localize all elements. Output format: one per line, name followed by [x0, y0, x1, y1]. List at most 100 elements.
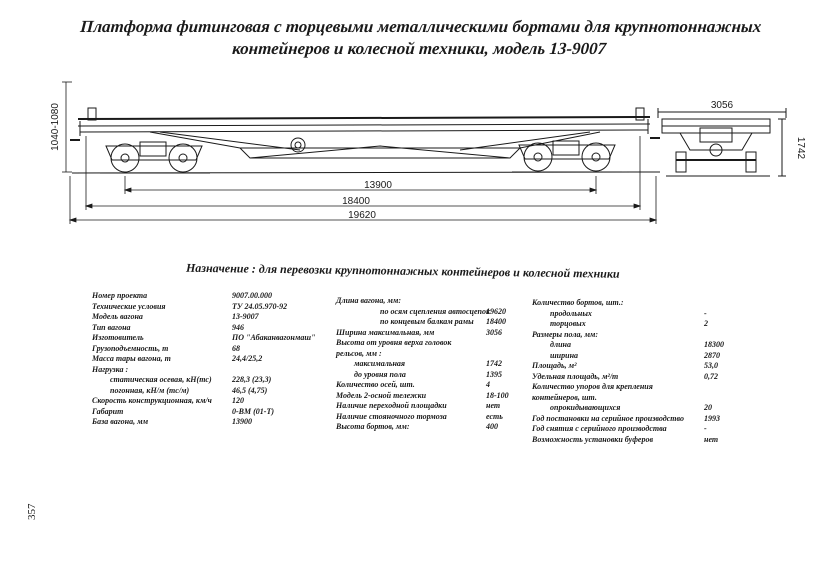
spec-row: Размеры пола, мм:: [532, 330, 812, 341]
spec-value: 1993: [704, 413, 720, 423]
spec-label: Модель 2-осной тележки: [336, 390, 427, 400]
spec-value: нет: [486, 401, 501, 410]
spec-label: База вагона, мм: [92, 417, 149, 426]
spec-label: Скорость конструкционная, км/ч: [92, 396, 212, 405]
spec-value: 18300: [704, 340, 724, 349]
purpose-heading: Назначение : для перевозки крупнотоннажн…: [185, 260, 620, 281]
spec-label: Количество упоров для крепления: [532, 382, 653, 391]
spec-row: Возможность установки буферов нет: [532, 435, 812, 446]
spec-row: Наличие переходной площадки нет: [336, 401, 526, 412]
spec-label: Номер проекта: [92, 291, 148, 300]
spec-value: ПО "Абаканвагонмаш": [232, 333, 316, 342]
spec-value: 18400: [486, 317, 506, 326]
spec-value: 0-ВМ (01-Т): [232, 406, 274, 416]
spec-row: Длина вагона, мм:: [336, 296, 526, 307]
spec-row: рельсов, мм :: [336, 349, 526, 360]
spec-row: Нагрузка :: [92, 365, 322, 376]
spec-label: Модель вагона: [92, 312, 143, 321]
spec-label: Изготовитель: [92, 333, 144, 342]
spec-label: Количество осей, шт.: [336, 380, 415, 389]
spec-label: торцовых: [550, 319, 586, 328]
spec-value: 9007.00.000: [232, 291, 272, 300]
spec-row: максимальная 1742: [336, 359, 526, 370]
spec-row: статическая осевая, кН(тс)228,3 (23,3): [92, 375, 322, 386]
height-dimension-label: 1040-1080: [50, 103, 61, 151]
spec-label: Количество бортов, шт.:: [532, 298, 624, 307]
spec-value: 946: [232, 322, 244, 332]
spec-value: 1742: [486, 359, 502, 368]
wagon-end-view: [657, 108, 787, 177]
spec-row: контейнеров, шт.: [532, 393, 812, 404]
spec-row: Изготовитель ПО "Абаканвагонмаш": [92, 333, 322, 344]
spec-value: 24,4/25,2: [232, 354, 263, 363]
spec-label: Возможность установки буферов: [532, 434, 654, 444]
side-height-dimension-label: 1742: [795, 137, 806, 160]
spec-value: 18-100: [486, 390, 509, 400]
spec-label: длина: [550, 340, 571, 349]
spec-label: максимальная: [354, 359, 406, 368]
spec-label: Год снятия с серийного производства: [532, 424, 667, 433]
spec-label: рельсов, мм :: [336, 348, 382, 358]
spec-row: ширина 2870: [532, 351, 812, 362]
spec-label: Нагрузка :: [92, 364, 129, 374]
spec-label: Наличие стояночного тормоза: [336, 411, 447, 421]
spec-value: 19620: [486, 306, 506, 316]
spec-label: опрокидывающихся: [550, 403, 621, 412]
spec-label: Площадь, м²: [532, 361, 577, 370]
spec-row: Год постановки на серийное производство 1…: [532, 414, 812, 425]
right-bogie: [512, 140, 622, 173]
specs-column-3: Количество бортов, шт.:продольных-торцов…: [532, 298, 812, 445]
spec-row: База вагона, мм 13900: [92, 417, 322, 428]
spec-value: 1395: [486, 369, 502, 379]
spec-value: -: [704, 308, 707, 318]
spec-value: 13900: [232, 417, 252, 426]
spec-value: 46,5 (4,75): [232, 385, 268, 395]
spec-value: 68: [232, 343, 240, 353]
spec-label: продольных: [550, 308, 592, 318]
spec-row: Грузоподъемность, т 68: [92, 344, 322, 355]
spec-value: 3056: [486, 327, 502, 337]
spec-row: Наличие стояночного тормоза есть: [336, 412, 526, 423]
spec-label: Масса тары вагона, т: [92, 354, 171, 363]
spec-row: до уровня пола 1395: [336, 370, 526, 381]
frame-dimension-label: 18400: [342, 196, 370, 207]
spec-label: ширина: [550, 350, 579, 360]
spec-row: Высота бортов, мм:400: [336, 422, 526, 433]
spec-label: погонная, кН/м (тс/м): [110, 385, 190, 395]
spec-value: 228,3 (23,3): [232, 375, 272, 384]
spec-value: нет: [704, 434, 719, 444]
spec-label: Ширина максимальная, мм: [336, 327, 435, 337]
spec-value: 0,72: [704, 371, 718, 381]
spec-label: Наличие переходной площадки: [336, 401, 447, 410]
spec-label: Грузоподъемность, т: [92, 343, 169, 353]
spec-label: до уровня пола: [354, 369, 406, 379]
left-bogie: [100, 141, 210, 174]
spec-row: Удельная площадь, м²/т 0,72: [532, 372, 812, 383]
spec-label: Год постановки на серийное производство: [532, 413, 684, 423]
wagon-drawing: 1040-1080 13900 18400 19620 3056 1742: [50, 81, 806, 224]
spec-label: Габарит: [92, 406, 124, 416]
wagon-side-view: [70, 107, 661, 174]
spec-row: Количество бортов, шт.:: [532, 298, 812, 309]
spec-row: Ширина максимальная, мм 3056: [336, 328, 526, 339]
specs-column-2: Длина вагона, мм:по осям сцепления автос…: [336, 296, 526, 433]
spec-value: есть: [486, 411, 503, 421]
spec-label: Удельная площадь, м²/т: [532, 371, 619, 381]
width-dimension-label: 3056: [711, 100, 734, 111]
dimension-lines: [62, 81, 658, 224]
spec-label: Высота от уровня верха головок: [336, 338, 452, 347]
base-dimension-label: 13900: [364, 180, 392, 191]
spec-value: 2870: [704, 350, 720, 360]
spec-value: 4: [486, 380, 490, 389]
spec-label: по концевым балкам рамы: [380, 317, 474, 326]
spec-row: Год снятия с серийного производства-: [532, 424, 812, 435]
page-number: 357: [26, 503, 38, 521]
spec-row: Количество упоров для крепления: [532, 382, 812, 393]
spec-value: 13-9007: [232, 312, 259, 321]
